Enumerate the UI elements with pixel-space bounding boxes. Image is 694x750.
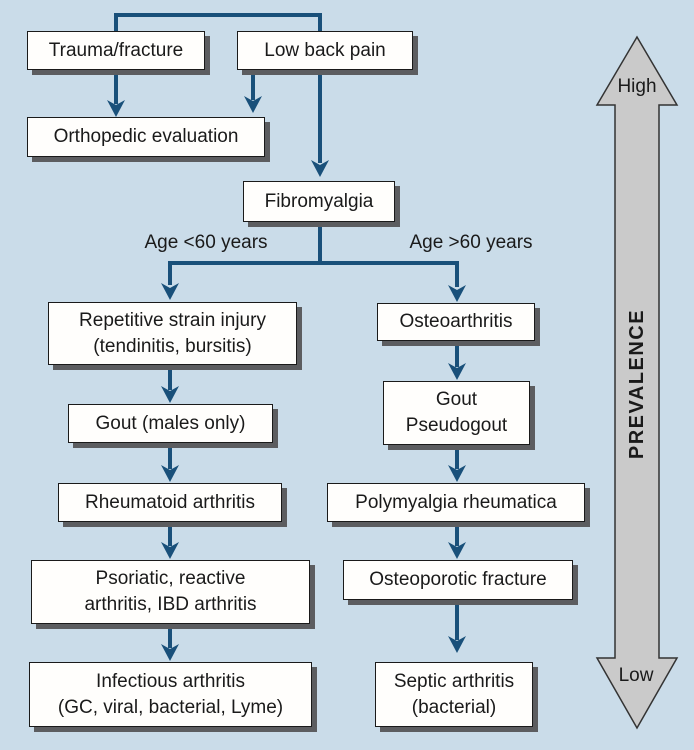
node-polymyalgia-rheumatica: Polymyalgia rheumatica <box>327 483 585 522</box>
prevalence-low-label: Low <box>618 665 654 686</box>
edge-fibro-split <box>168 222 459 287</box>
node-orthopedic-evaluation: Orthopedic evaluation <box>27 117 265 157</box>
prevalence-arrow <box>595 35 679 730</box>
arrowhead <box>244 96 262 113</box>
arrowhead <box>161 542 179 559</box>
node-low-back-pain: Low back pain <box>237 31 413 70</box>
node-repetitive-strain-injury: Repetitive strain injury (tendinitis, bu… <box>48 302 297 365</box>
arrowhead <box>161 283 179 300</box>
arrowhead <box>311 160 329 177</box>
connector-lines <box>114 13 459 648</box>
node-rheumatoid-arthritis: Rheumatoid arthritis <box>58 483 282 522</box>
connector-arrowheads <box>107 96 466 661</box>
node-infectious-arthritis: Infectious arthritis (GC, viral, bacteri… <box>29 662 312 727</box>
prevalence-axis-label: PREVALENCE <box>625 308 648 460</box>
branch-label-age-over-60: Age >60 years <box>409 232 533 253</box>
node-osteoporotic-fracture: Osteoporotic fracture <box>343 560 573 600</box>
branch-label-age-under-60: Age <60 years <box>144 232 268 253</box>
arrowhead <box>448 542 466 559</box>
arrowhead <box>161 644 179 661</box>
arrowhead <box>448 636 466 653</box>
arrowhead <box>107 100 125 117</box>
prevalence-high-label: High <box>617 76 657 97</box>
edge-top-connector <box>114 13 322 31</box>
arrowhead <box>448 285 466 302</box>
arrowhead <box>448 465 466 482</box>
node-psoriatic-reactive-ibd-arthritis: Psoriatic, reactive arthritis, IBD arthr… <box>31 560 310 624</box>
arrowhead <box>161 386 179 403</box>
node-gout-pseudogout: Gout Pseudogout <box>383 381 530 445</box>
node-septic-arthritis: Septic arthritis (bacterial) <box>375 662 533 727</box>
arrowhead <box>161 465 179 482</box>
node-gout-males-only: Gout (males only) <box>68 404 273 443</box>
node-fibromyalgia: Fibromyalgia <box>243 181 395 222</box>
node-trauma-fracture: Trauma/fracture <box>27 31 205 70</box>
arrowhead <box>448 363 466 380</box>
node-osteoarthritis: Osteoarthritis <box>377 303 535 341</box>
